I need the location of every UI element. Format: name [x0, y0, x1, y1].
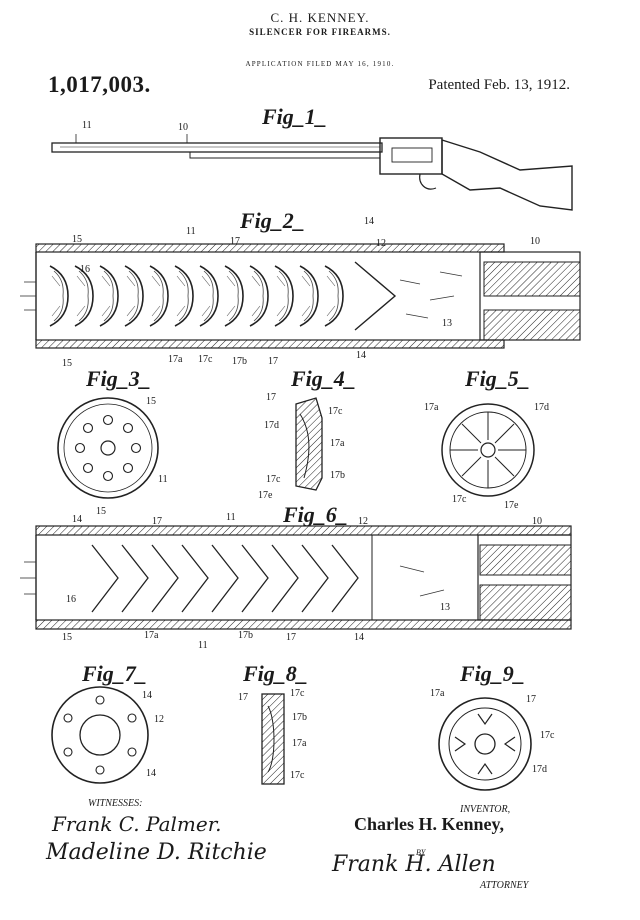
ref-label: 16	[66, 594, 76, 605]
ref-label: 17a	[144, 630, 159, 641]
patented-date: Patented Feb. 13, 1912.	[428, 77, 570, 93]
ref-label: 17a	[330, 438, 345, 449]
ref-label: 15	[62, 358, 72, 369]
ref-label: 13	[440, 602, 450, 613]
figure-8-label: Fig_8_	[243, 661, 308, 686]
figure-4-baffle-side	[295, 397, 323, 491]
figure-3-end-view	[57, 397, 159, 499]
figure-5-baffle-face	[441, 403, 535, 497]
ref-label: 17e	[504, 500, 519, 511]
ref-label: 17b	[292, 712, 307, 723]
ref-label: 17c	[290, 688, 305, 699]
figure-8-baffle-edge	[261, 693, 285, 785]
figure-7-label: Fig_7_	[82, 661, 147, 686]
ref-label: 11	[158, 474, 168, 485]
ref-label: 14	[142, 690, 152, 701]
figure-1-label: Fig_1_	[262, 104, 327, 129]
figure-1-rifle-drawing	[51, 134, 573, 211]
patent-title: SILENCER FOR FIREARMS.	[249, 27, 391, 37]
ref-label: 11	[82, 120, 92, 131]
ref-label: 14	[146, 768, 156, 779]
figure-7-end-cap	[51, 686, 149, 784]
figure-3-label: Fig_3_	[86, 366, 151, 391]
ref-label: 10	[530, 236, 540, 247]
figure-9-label: Fig_9_	[460, 661, 525, 686]
ref-label: 17b	[238, 630, 253, 641]
ref-label: 14	[72, 514, 82, 525]
ref-label: 15	[72, 234, 82, 245]
ref-label: 15	[146, 396, 156, 407]
patent-inventor-header: C. H. KENNEY.	[270, 10, 370, 25]
application-filed-date: APPLICATION FILED MAY 16, 1910.	[245, 60, 395, 68]
ref-label: 11	[186, 226, 196, 237]
by-label: BY	[416, 848, 426, 857]
ref-label: 17	[152, 516, 162, 527]
figure-4-label: Fig_4_	[291, 366, 356, 391]
ref-label: 17c	[328, 406, 343, 417]
ref-label: 17c	[198, 354, 213, 365]
patent-number: 1,017,003.	[48, 72, 151, 97]
ref-label: 17d	[534, 402, 549, 413]
ref-label: 10	[532, 516, 542, 527]
witness-2-signature: Madeline D. Ritchie	[46, 840, 267, 865]
ref-label: 17d	[264, 420, 279, 431]
ref-label: 14	[356, 350, 366, 361]
ref-label: 12	[376, 238, 386, 249]
ref-label: 17e	[258, 490, 273, 501]
ref-label: 17	[526, 694, 536, 705]
ref-label: 16	[80, 264, 90, 275]
ref-label: 15	[96, 506, 106, 517]
figure-2-section-drawing	[20, 243, 581, 349]
ref-label: 17b	[232, 356, 247, 367]
ref-label: 17c	[540, 730, 555, 741]
ref-label: 12	[358, 516, 368, 527]
inventor-signature: Charles H. Kenney,	[354, 814, 505, 834]
figure-6-label: Fig_6_	[283, 502, 348, 527]
ref-label: 17c	[290, 770, 305, 781]
figure-5-label: Fig_5_	[465, 366, 530, 391]
ref-label: 10	[178, 122, 188, 133]
witness-1-signature: Frank C. Palmer.	[52, 812, 222, 836]
ref-label: 17	[230, 236, 240, 247]
ref-label: 14	[364, 216, 374, 227]
figure-9-baffle-face	[438, 697, 532, 791]
ref-label: 17a	[292, 738, 307, 749]
ref-label: 17c	[452, 494, 467, 505]
ref-label: 11	[198, 640, 208, 651]
figure-2-label: Fig_2_	[240, 208, 305, 233]
ref-label: 17c	[266, 474, 281, 485]
ref-label: 14	[354, 632, 364, 643]
ref-label: 17	[286, 632, 296, 643]
ref-label: 17a	[430, 688, 445, 699]
ref-label: 13	[442, 318, 452, 329]
ref-label: 15	[62, 632, 72, 643]
ref-label: 17	[238, 692, 248, 703]
witnesses-label: WITNESSES:	[88, 798, 143, 809]
figure-6-section-drawing	[20, 525, 572, 630]
ref-label: 17	[268, 356, 278, 367]
attorney-label: ATTORNEY	[480, 880, 529, 891]
inventor-label: INVENTOR,	[460, 804, 511, 815]
ref-label: 17b	[330, 470, 345, 481]
ref-label: 17a	[168, 354, 183, 365]
ref-label: 17a	[424, 402, 439, 413]
ref-label: 12	[154, 714, 164, 725]
ref-label: 17d	[532, 764, 547, 775]
attorney-signature: Frank H. Allen	[332, 852, 496, 877]
ref-label: 17	[266, 392, 276, 403]
ref-label: 11	[226, 512, 236, 523]
